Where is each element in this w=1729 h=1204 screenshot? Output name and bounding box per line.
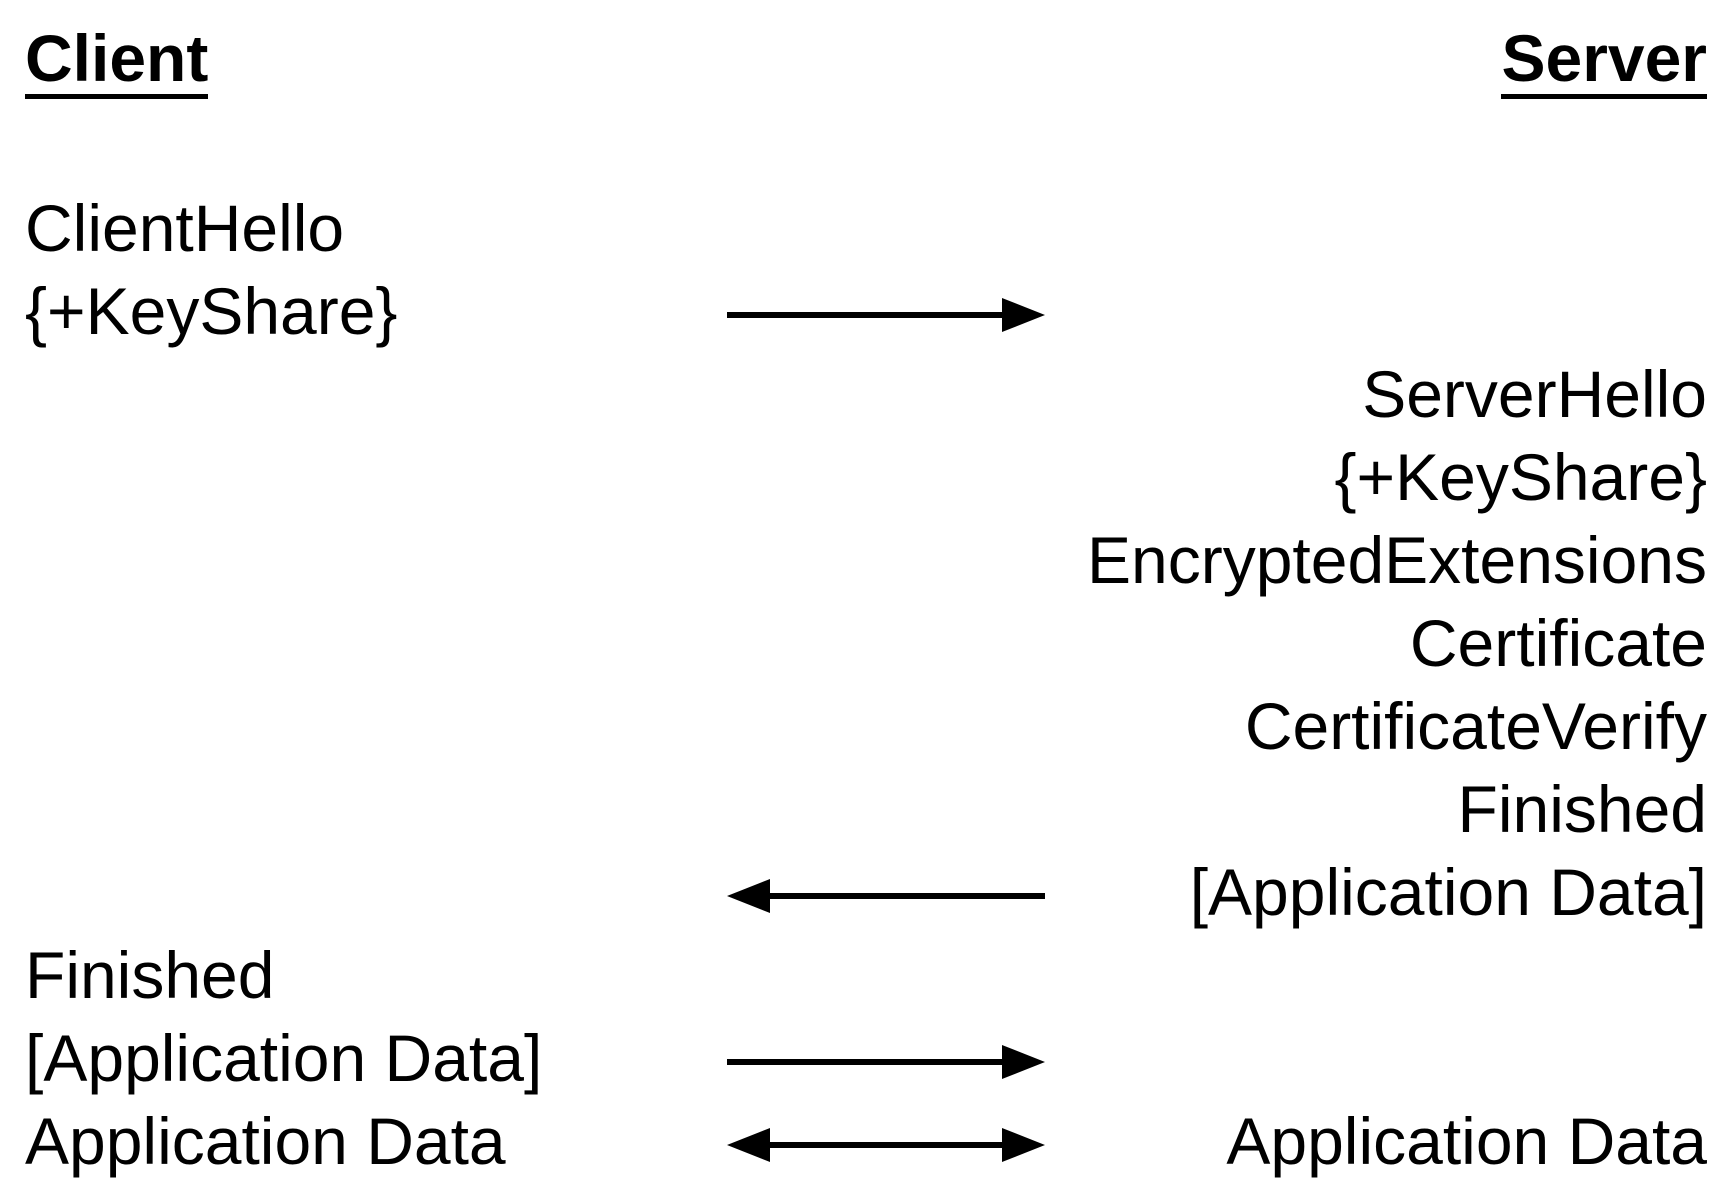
message-row: {+KeyShare} [0,269,1729,352]
message-server-keyshare: {+KeyShare} [1334,439,1707,514]
message-row: Application Data Application Data [0,1099,1729,1182]
message-server-finished: Finished [1457,771,1707,846]
message-server-appdata: [Application Data] [1189,854,1707,929]
message-serverhello: ServerHello [1362,356,1707,431]
message-row: Finished [0,933,1729,1016]
message-encryptedextensions: EncryptedExtensions [1086,522,1707,597]
message-certificate: Certificate [1409,605,1707,680]
spacer-row [0,103,1729,186]
arrow-left-right-icon [727,1125,1045,1165]
message-row: [Application Data] [0,850,1729,933]
message-row: ClientHello [0,186,1729,269]
message-clienthello: ClientHello [25,190,345,265]
message-row: Certificate [0,601,1729,684]
arrow-left-icon [727,876,1045,916]
arrow-right-icon [727,295,1045,335]
message-client-appdata: [Application Data] [25,1020,543,1095]
appdata-client-label: Application Data [25,1103,506,1178]
message-row: {+KeyShare} [0,435,1729,518]
message-row: ServerHello [0,352,1729,435]
message-row: Finished [0,767,1729,850]
message-certificateverify: CertificateVerify [1244,688,1707,763]
message-client-keyshare: {+KeyShare} [25,273,398,348]
message-row: EncryptedExtensions [0,518,1729,601]
arrow-right-icon [727,1042,1045,1082]
actor-heading-row: Client Server [0,20,1729,103]
message-row: CertificateVerify [0,684,1729,767]
client-heading: Client [25,23,209,100]
message-client-finished: Finished [25,937,275,1012]
appdata-server-label: Application Data [1226,1103,1707,1178]
message-row: [Application Data] [0,1016,1729,1099]
server-heading: Server [1501,23,1707,100]
